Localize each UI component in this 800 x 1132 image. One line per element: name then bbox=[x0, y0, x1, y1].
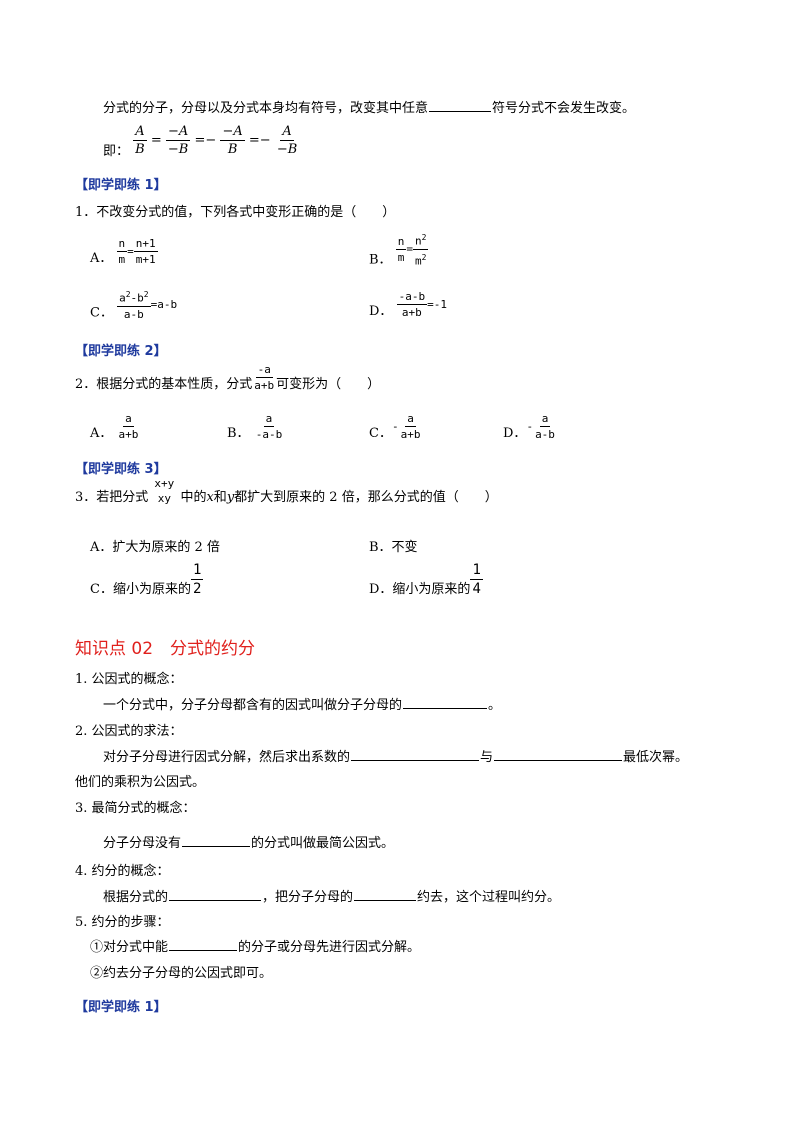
s1-body: 一个分式中，分子分母都含有的因式叫做分子分母的。 bbox=[103, 694, 501, 713]
intro-sentence: 分式的分子，分母以及分式本身均有符号，改变其中任意符号分式不会发生改变。 bbox=[103, 97, 635, 116]
fill-blank[interactable] bbox=[169, 886, 262, 901]
s5-step-2: ②约去分子分母的公因式即可。 bbox=[90, 966, 273, 981]
q3-option-b[interactable]: B．不变 bbox=[369, 540, 418, 555]
s2-body: 对分子分母进行因式分解，然后求出系数的与最低次幂。 bbox=[103, 746, 688, 765]
q3-option-a[interactable]: A．扩大为原来的 2 倍 bbox=[90, 540, 220, 555]
s1-head: 1. 公因式的概念： bbox=[75, 672, 183, 687]
fill-blank[interactable] bbox=[403, 694, 488, 709]
fraction-neg-a-neg-b: −A−B bbox=[165, 124, 191, 157]
practice-label-1: 【即学即练 1】 bbox=[75, 178, 167, 193]
practice-label-final: 【即学即练 1】 bbox=[75, 1000, 167, 1015]
fraction-a-neg-b: A−B bbox=[276, 124, 298, 157]
fill-blank[interactable] bbox=[354, 886, 417, 901]
fill-blank[interactable] bbox=[494, 746, 623, 761]
s2-body-cont: 他们的乘积为公因式。 bbox=[75, 775, 206, 790]
s4-head: 4. 约分的概念： bbox=[75, 864, 170, 879]
s5-head: 5. 约分的步骤： bbox=[75, 915, 170, 930]
section-title: 知识点 02 分式的约分 bbox=[75, 639, 256, 659]
s5-step-1: ①对分式中能的分子或分母先进行因式分解。 bbox=[90, 936, 420, 955]
q2-option-b[interactable]: B． a-a-b bbox=[227, 412, 283, 441]
fill-blank[interactable] bbox=[429, 97, 492, 112]
practice-label-3: 【即学即练 3】 bbox=[75, 462, 167, 477]
q1-stem: 1．不改变分式的值，下列各式中变形正确的是（ ） bbox=[75, 205, 396, 220]
s3-body: 分子分母没有的分式叫做最简公因式。 bbox=[103, 832, 394, 851]
fill-blank[interactable] bbox=[169, 936, 238, 951]
fill-blank[interactable] bbox=[182, 832, 251, 847]
s3-head: 3. 最简分式的概念： bbox=[75, 801, 196, 816]
s2-head: 2. 公因式的求法： bbox=[75, 724, 183, 739]
s4-body: 根据分式的，把分子分母的约去，这个过程叫约分。 bbox=[103, 886, 560, 905]
practice-label-2: 【即学即练 2】 bbox=[75, 344, 167, 359]
fill-blank[interactable] bbox=[351, 746, 480, 761]
